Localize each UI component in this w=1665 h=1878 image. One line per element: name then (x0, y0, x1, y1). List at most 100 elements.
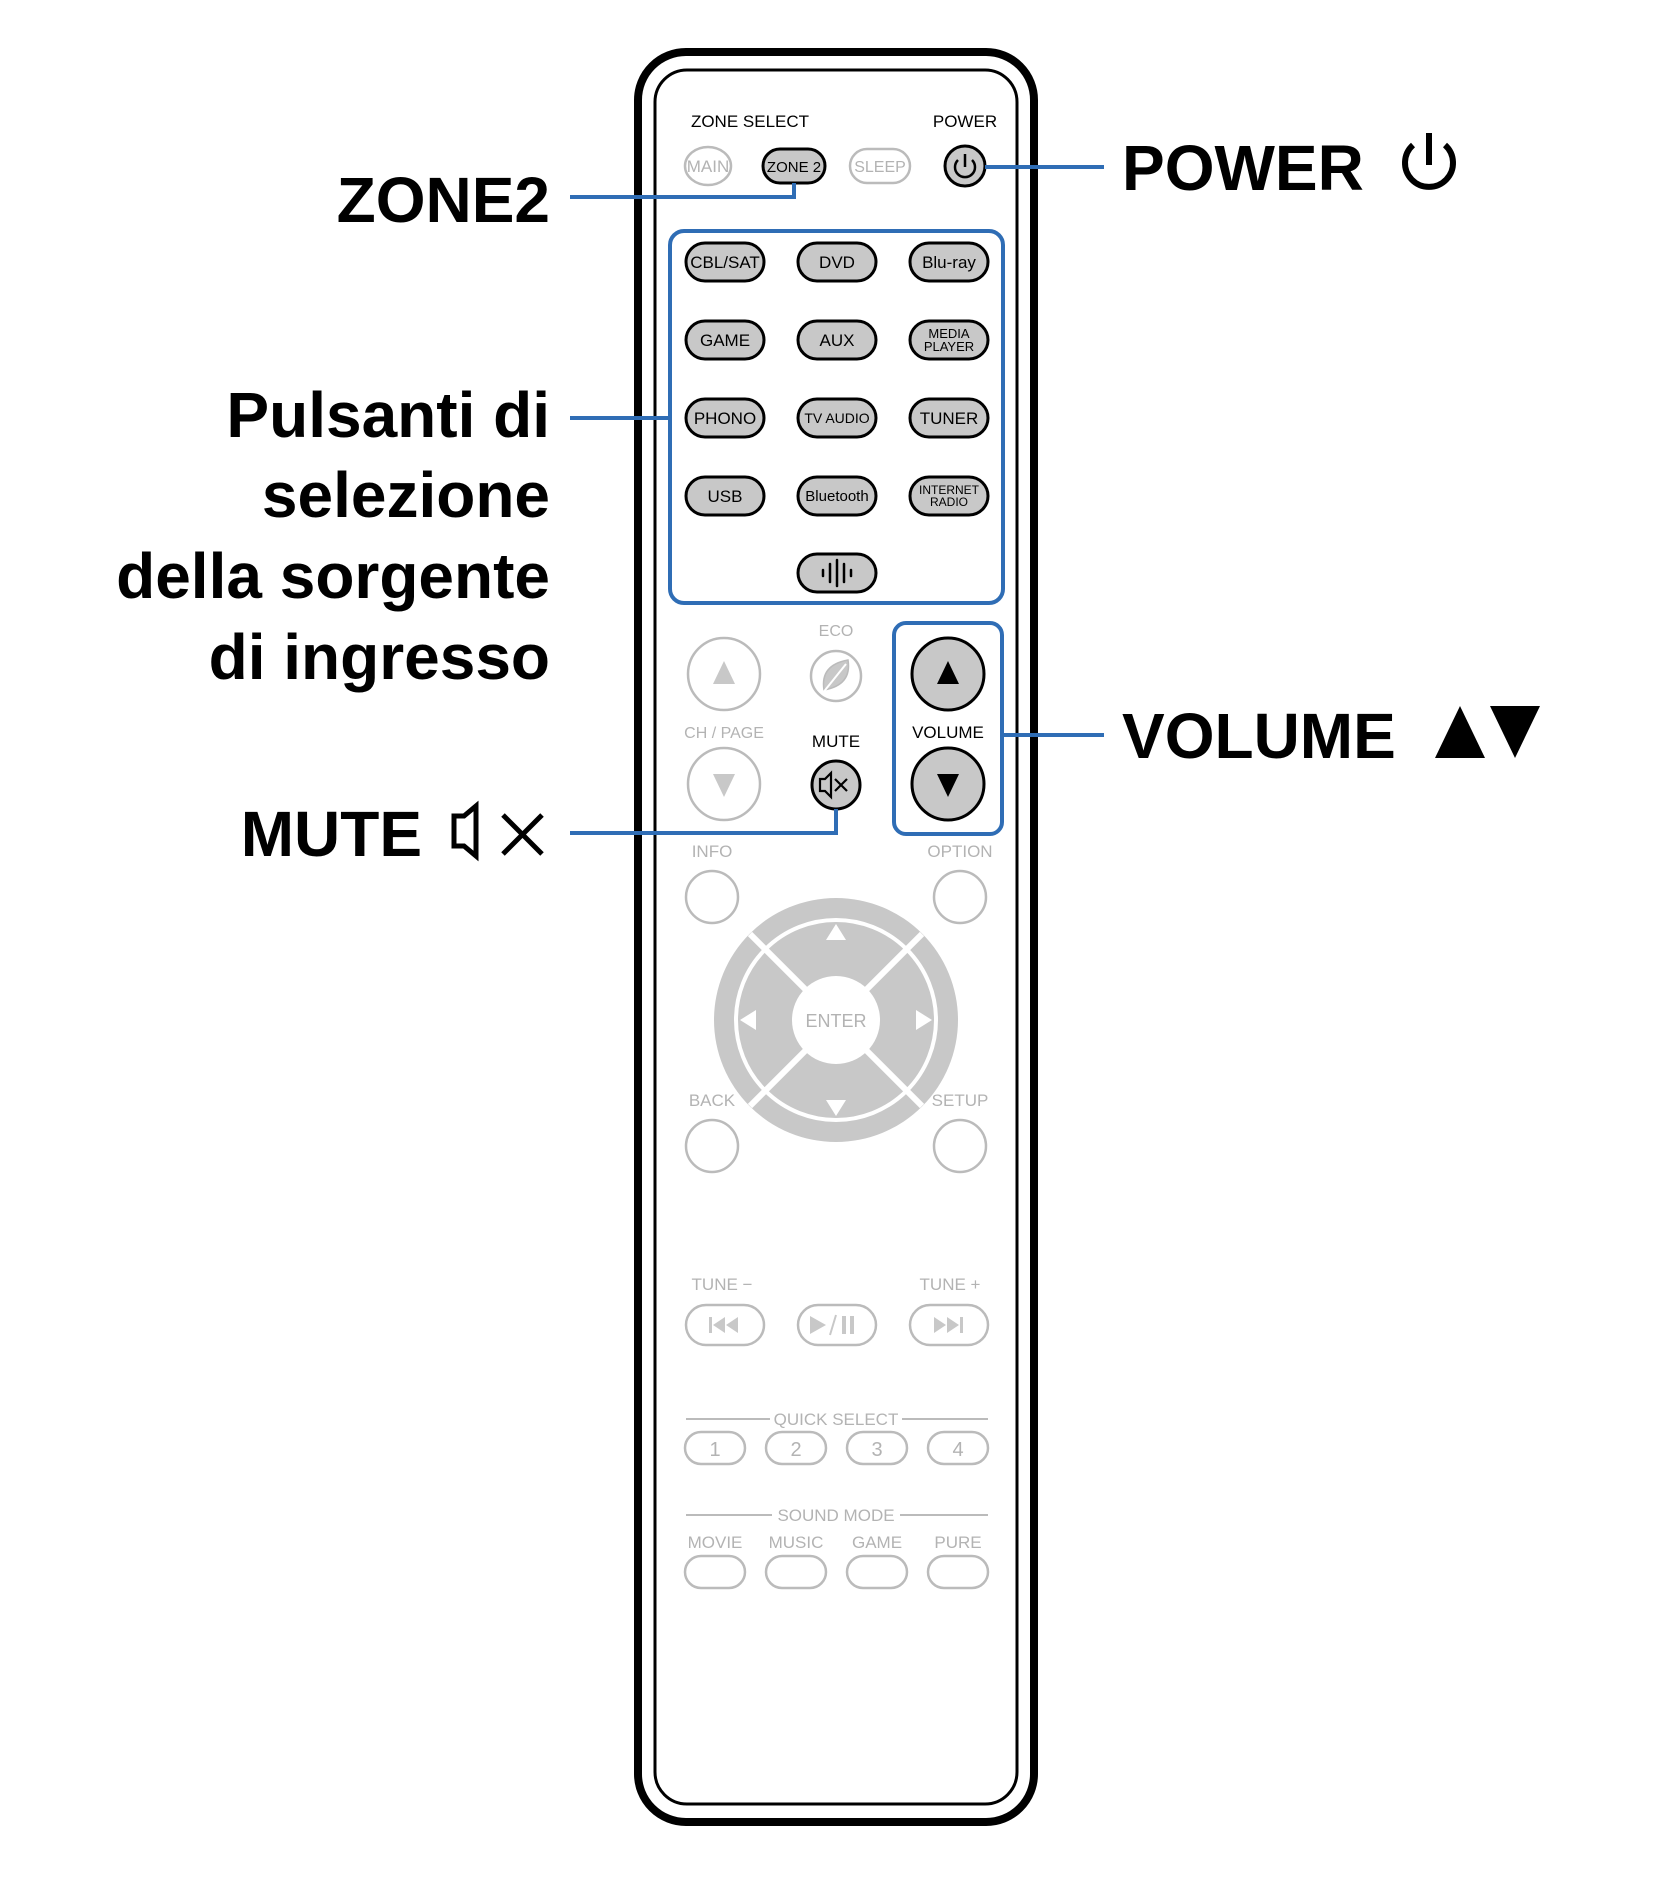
triangle-down-icon (1490, 706, 1540, 758)
volume-top-label: VOLUME (912, 723, 984, 742)
info-button[interactable] (684, 869, 740, 925)
source-button-label: USB (708, 487, 743, 506)
info-label: INFO (692, 842, 733, 861)
tune-plus-label: TUNE + (920, 1275, 981, 1294)
source-button-label: PHONO (694, 409, 756, 428)
power-button[interactable] (943, 144, 987, 188)
quick-select-1-button[interactable]: 1 (683, 1430, 747, 1466)
power-icon (1402, 133, 1456, 190)
volume-down-button[interactable] (910, 746, 986, 822)
eco-button[interactable] (809, 649, 863, 703)
option-label: OPTION (927, 842, 992, 861)
arrow-down-icon (713, 774, 735, 797)
tune-minus-label: TUNE − (692, 1275, 753, 1294)
power-icon (953, 154, 977, 179)
setup-button[interactable] (932, 1118, 988, 1174)
source-button-label: Bluetooth (805, 488, 868, 505)
quick-select-label: QUICK SELECT (774, 1410, 899, 1429)
quick-select-2-button[interactable]: 2 (764, 1430, 828, 1466)
sound-mode-label: SOUND MODE (777, 1506, 894, 1525)
source-button-label: CBL/SAT (690, 253, 760, 272)
input-select-callout-line-3: della sorgente (116, 540, 550, 612)
sound-mode-music-button[interactable] (764, 1554, 828, 1590)
source-button-label: DVD (819, 253, 855, 272)
play-pause-icon (810, 1314, 854, 1336)
sound-mode-game-label: GAME (852, 1533, 902, 1552)
source-button-tv-audio[interactable]: TV AUDIO (796, 397, 878, 439)
mute-callout-label: MUTE (241, 798, 422, 870)
quick-select-3-button[interactable]: 3 (845, 1430, 909, 1466)
ch-page-down-button[interactable] (686, 746, 762, 822)
previous-button[interactable] (684, 1303, 766, 1347)
ch-page-label: CH / PAGE (684, 725, 764, 742)
triangle-up-icon (1435, 706, 1485, 758)
volume-callout-label: VOLUME (1122, 700, 1396, 772)
source-button-tuner[interactable]: TUNER (908, 397, 990, 439)
navigation-pad: ENTER (714, 898, 958, 1142)
zone2-button[interactable]: ZONE 2 (761, 147, 827, 185)
sleep-button[interactable]: SLEEP (848, 147, 912, 185)
quick-select-4-button[interactable]: 4 (926, 1430, 990, 1466)
power-top-label: POWER (933, 112, 997, 131)
option-button[interactable] (932, 869, 988, 925)
skip-forward-icon (934, 1317, 963, 1333)
back-button[interactable] (684, 1118, 740, 1174)
sound-mode-music-label: MUSIC (769, 1533, 824, 1552)
source-button-bluetooth[interactable]: Bluetooth (796, 475, 878, 517)
source-button-label: GAME (700, 331, 750, 350)
input-select-callout-line-4: di ingresso (209, 621, 550, 693)
zone-select-label: ZONE SELECT (691, 112, 809, 131)
enter-label: ENTER (805, 1011, 866, 1031)
sound-mode-movie-button[interactable] (683, 1554, 747, 1590)
sound-mode-movie-label: MOVIE (688, 1533, 743, 1552)
sound-mode-pure-button[interactable] (926, 1554, 990, 1590)
source-button-internet-radio[interactable]: INTERNET RADIO (908, 475, 990, 517)
mute-icon (818, 770, 848, 800)
zone2-button-label: ZONE 2 (767, 159, 821, 176)
input-select-callout-line-1: Pulsanti di (226, 379, 550, 451)
source-button-blu-ray[interactable]: Blu-ray (908, 241, 990, 283)
source-button-media-player[interactable]: MEDIA PLAYER (908, 319, 990, 361)
heos-icon (821, 558, 853, 588)
mute-button[interactable] (810, 759, 862, 811)
next-button[interactable] (908, 1303, 990, 1347)
arrow-right-icon[interactable] (916, 1010, 932, 1030)
source-button-phono[interactable]: PHONO (684, 397, 766, 439)
back-label: BACK (689, 1091, 736, 1110)
source-button-label: INTERNET RADIO (919, 483, 979, 509)
heos-button[interactable] (796, 552, 878, 594)
arrow-down-icon (937, 774, 959, 797)
source-button-label: TUNER (920, 409, 979, 428)
volume-callout: VOLUME (1122, 700, 1540, 772)
arrow-down-icon[interactable] (826, 1100, 846, 1116)
enter-button[interactable] (792, 976, 880, 1064)
quick-select-number: 3 (871, 1439, 882, 1461)
source-button-label: Blu-ray (922, 253, 976, 272)
volume-up-button[interactable] (910, 636, 986, 712)
mute-callout: MUTE (241, 798, 544, 870)
power-callout-label: POWER (1122, 132, 1364, 204)
quick-select-number: 2 (790, 1439, 801, 1461)
main-button[interactable]: MAIN (683, 145, 733, 187)
arrow-left-icon[interactable] (740, 1010, 756, 1030)
arrow-up-icon (713, 661, 735, 684)
setup-label: SETUP (932, 1091, 989, 1110)
ch-page-up-button[interactable] (686, 636, 762, 712)
input-select-callout: Pulsanti di selezione della sorgente di … (116, 379, 550, 693)
mute-top-label: MUTE (812, 732, 860, 751)
play-pause-button[interactable] (796, 1303, 878, 1347)
arrow-up-icon[interactable] (826, 924, 846, 940)
source-button-usb[interactable]: USB (684, 475, 766, 517)
sound-mode-game-button[interactable] (845, 1554, 909, 1590)
source-button-aux[interactable]: AUX (796, 319, 878, 361)
source-button-dvd[interactable]: DVD (796, 241, 878, 283)
zone2-callout-label: ZONE2 (337, 164, 550, 236)
leaf-icon (821, 659, 850, 695)
source-button-label: MEDIA PLAYER (923, 326, 975, 354)
quick-select-number: 4 (952, 1439, 963, 1461)
main-button-label: MAIN (687, 157, 730, 176)
quick-select-number: 1 (709, 1439, 720, 1461)
source-button-game[interactable]: GAME (684, 319, 766, 361)
source-button-cbl-sat[interactable]: CBL/SAT (684, 241, 766, 283)
